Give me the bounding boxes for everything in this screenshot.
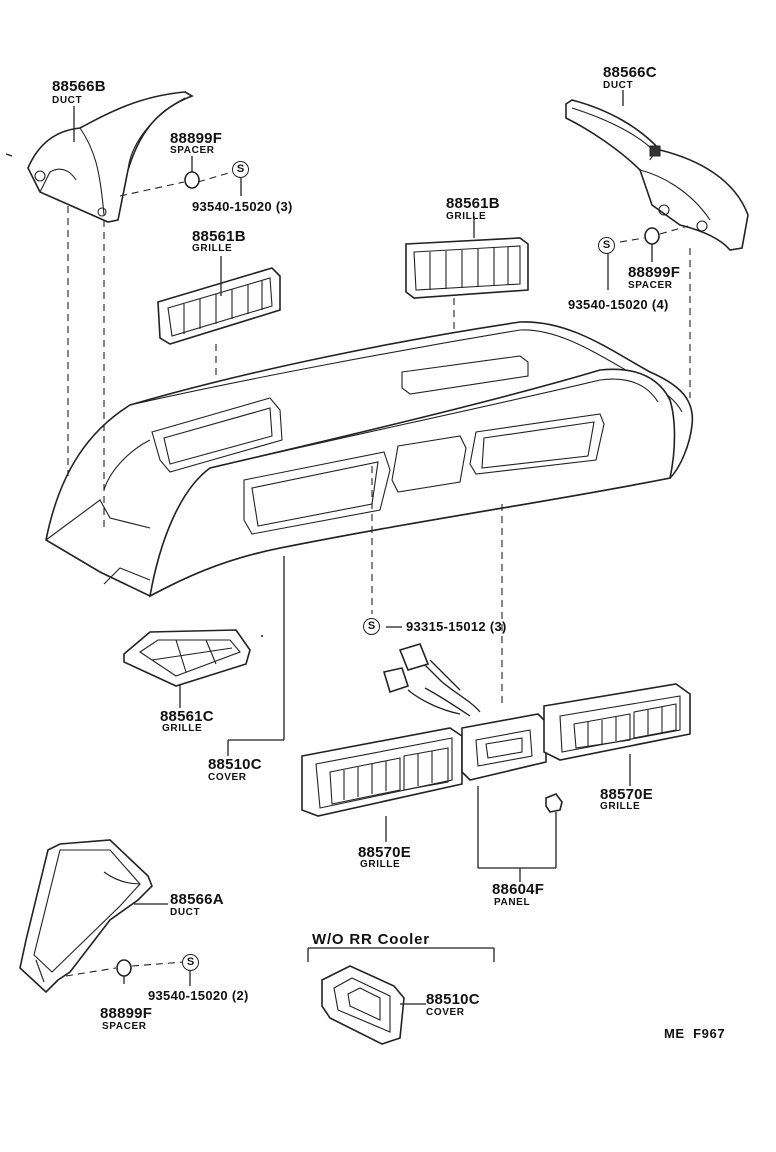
- cover-c-alt-number: 88510C: [426, 991, 480, 1008]
- diagram-code: ME F967: [664, 1026, 726, 1041]
- grille-e-left-number: 88570E: [358, 844, 411, 861]
- screw-left-ref: 93540-15020 (3): [192, 199, 293, 214]
- duct-a-number: 88566A: [170, 891, 224, 908]
- cover-c-name: COVER: [208, 772, 247, 783]
- panel-f-number: 88604F: [492, 881, 545, 898]
- grille-e-right-number: 88570E: [600, 786, 653, 803]
- cover-c-number: 88510C: [208, 756, 262, 773]
- panel-f-drawing: [382, 643, 563, 813]
- spacer-bottom-number: 88899F: [100, 1005, 153, 1022]
- grille-b-left-name: GRILLE: [192, 243, 233, 254]
- spacer-bottom-name: SPACER: [102, 1021, 147, 1032]
- spacer-left-drawing: [184, 171, 200, 189]
- grille-b-left-drawing: [157, 267, 281, 345]
- cover-c-alt-name: COVER: [426, 1007, 465, 1018]
- spacer-right-name: SPACER: [628, 280, 673, 291]
- grille-e-left-name: GRILLE: [360, 859, 401, 870]
- duct-b-name: DUCT: [52, 95, 83, 106]
- screw-symbol-center: S: [363, 618, 380, 635]
- grille-e-right-drawing: [543, 683, 691, 761]
- spacer-right-number: 88899F: [628, 264, 681, 281]
- screw-center-ref: 93315-15012 (3): [406, 619, 507, 634]
- dash-body-drawing: [45, 321, 694, 598]
- panel-f-name: PANEL: [494, 897, 531, 908]
- grille-b-right-name: GRILLE: [446, 211, 487, 222]
- duct-b-drawing: [27, 91, 194, 223]
- grille-c-number: 88561C: [160, 708, 214, 725]
- spacer-left-number: 88899F: [170, 130, 223, 147]
- spacer-right-drawing: [644, 227, 660, 245]
- duct-c-drawing: [565, 99, 749, 251]
- screw-symbol-left: S: [232, 161, 249, 178]
- section-title: W/O RR Cooler: [312, 931, 430, 948]
- grille-b-left-number: 88561B: [192, 228, 246, 245]
- duct-c-number: 88566C: [603, 64, 657, 81]
- grille-b-right-drawing: [405, 237, 529, 299]
- screw-bottom-ref: 93540-15020 (2): [148, 988, 249, 1003]
- screw-right-ref: 93540-15020 (4): [568, 297, 669, 312]
- grille-c-drawing: [123, 629, 251, 687]
- spacer-bottom-drawing: [116, 959, 132, 977]
- grille-e-left-drawing: [301, 727, 463, 817]
- assembly-lines: [65, 171, 691, 977]
- screw-symbol-bottom: S: [182, 954, 199, 971]
- duct-a-name: DUCT: [170, 907, 201, 918]
- grille-b-right-number: 88561B: [446, 195, 500, 212]
- screw-symbol-right: S: [598, 237, 615, 254]
- duct-c-name: DUCT: [603, 80, 634, 91]
- grille-e-right-name: GRILLE: [600, 801, 641, 812]
- duct-a-drawing: [19, 839, 153, 994]
- grille-c-name: GRILLE: [162, 723, 203, 734]
- spacer-left-name: SPACER: [170, 145, 215, 156]
- duct-b-number: 88566B: [52, 78, 106, 95]
- leader-lines: [73, 90, 653, 1005]
- cover-c-alt-drawing: [321, 965, 405, 1045]
